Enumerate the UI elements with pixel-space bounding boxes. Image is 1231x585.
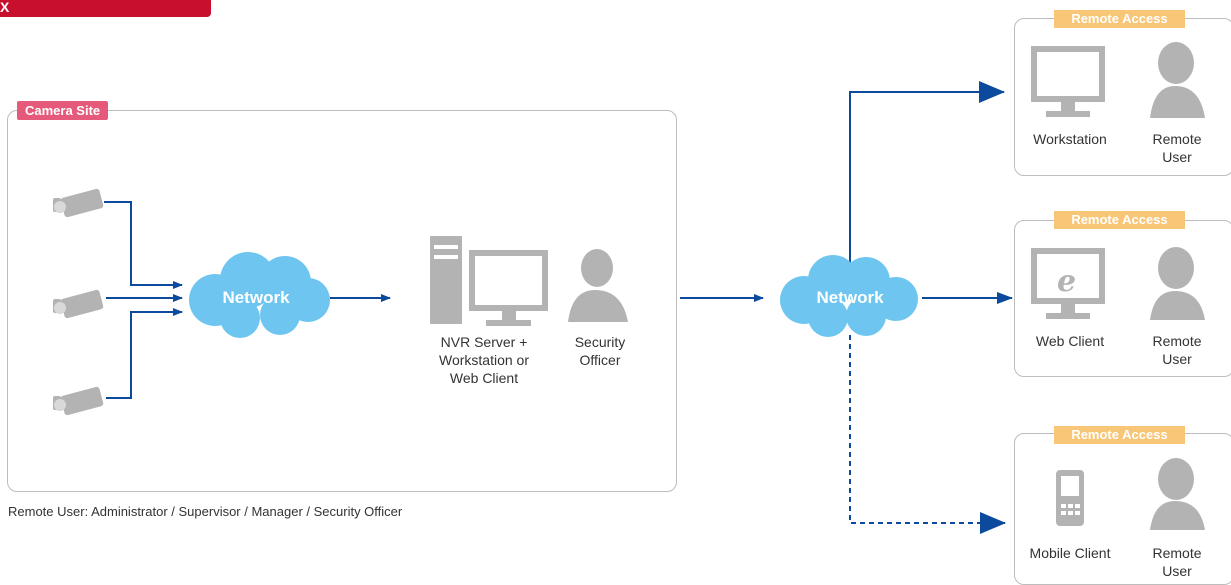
camera-icon-2 <box>53 289 104 319</box>
header-tab-text: X <box>0 0 10 15</box>
remote-user-caption-3: Remote User <box>1152 545 1202 579</box>
camera-site-label: Camera Site <box>17 101 109 120</box>
header-tab: X <box>0 0 211 17</box>
camera-site-box <box>7 110 677 492</box>
remote-panel-2-label: Remote Access <box>1054 211 1185 229</box>
remote-user-icon-2 <box>1150 247 1205 320</box>
nvr-caption: NVR Server + Workstation or Web Client <box>439 334 529 386</box>
security-officer-icon <box>568 249 628 322</box>
ie-monitor-icon: e <box>1031 248 1105 319</box>
security-officer-caption: Security Officer <box>574 334 626 368</box>
web-client-caption: Web Client <box>1035 333 1105 349</box>
network-label-left: Network <box>222 288 290 307</box>
network-label-middle: Network <box>816 288 884 307</box>
camera-icon-3 <box>53 386 104 416</box>
camera-icon-1 <box>53 188 104 218</box>
remote-panel-1-label: Remote Access <box>1054 10 1185 28</box>
remote-panel-3-label: Remote Access <box>1054 426 1185 444</box>
svg-text:e: e <box>1057 264 1076 299</box>
footnote: Remote User: Administrator / Supervisor … <box>8 504 403 519</box>
remote-user-icon-1 <box>1150 42 1205 118</box>
monitor-icon-site <box>469 250 548 326</box>
mobile-phone-icon <box>1056 470 1084 526</box>
remote-user-caption-2: Remote User <box>1152 333 1202 367</box>
remote-user-caption-1: Remote User <box>1152 131 1202 165</box>
mobile-client-caption: Mobile Client <box>1029 545 1111 561</box>
server-tower-icon <box>430 236 462 324</box>
network-cloud-middle <box>780 255 918 337</box>
remote-user-icon-3 <box>1150 458 1205 530</box>
network-cloud-left <box>189 252 330 338</box>
monitor-icon <box>1031 46 1105 117</box>
workstation-caption: Workstation <box>1033 131 1107 147</box>
